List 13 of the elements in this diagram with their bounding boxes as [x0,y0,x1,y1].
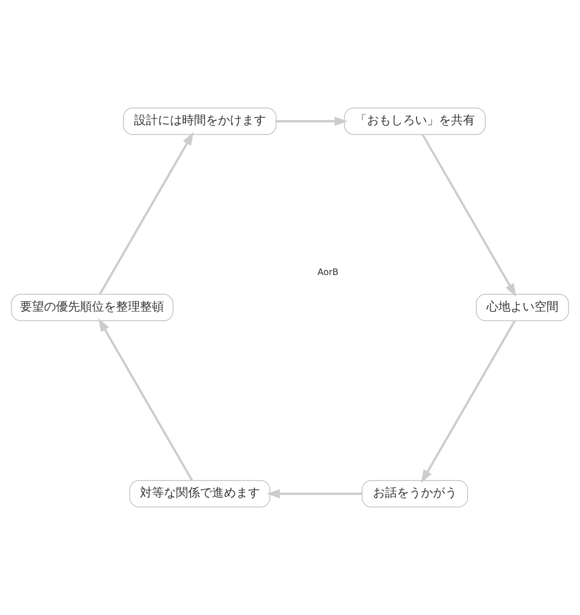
arrow [98,318,193,481]
arrow [266,489,362,498]
arrow [422,134,516,297]
node-box: 心地よい空間 [476,294,569,322]
arrow [276,116,348,126]
node-box: 対等な関係で進めます [129,480,270,508]
label: AorB [317,268,338,278]
node-box: 要望の優先順位を整理整頓 [11,294,174,322]
node-box: 「おもしろい」を共有 [344,108,486,135]
arrow [99,132,194,295]
node-box: お話をうかがう [362,480,468,508]
arrow [421,320,516,484]
node-box: 設計には時間をかけます [123,108,276,135]
